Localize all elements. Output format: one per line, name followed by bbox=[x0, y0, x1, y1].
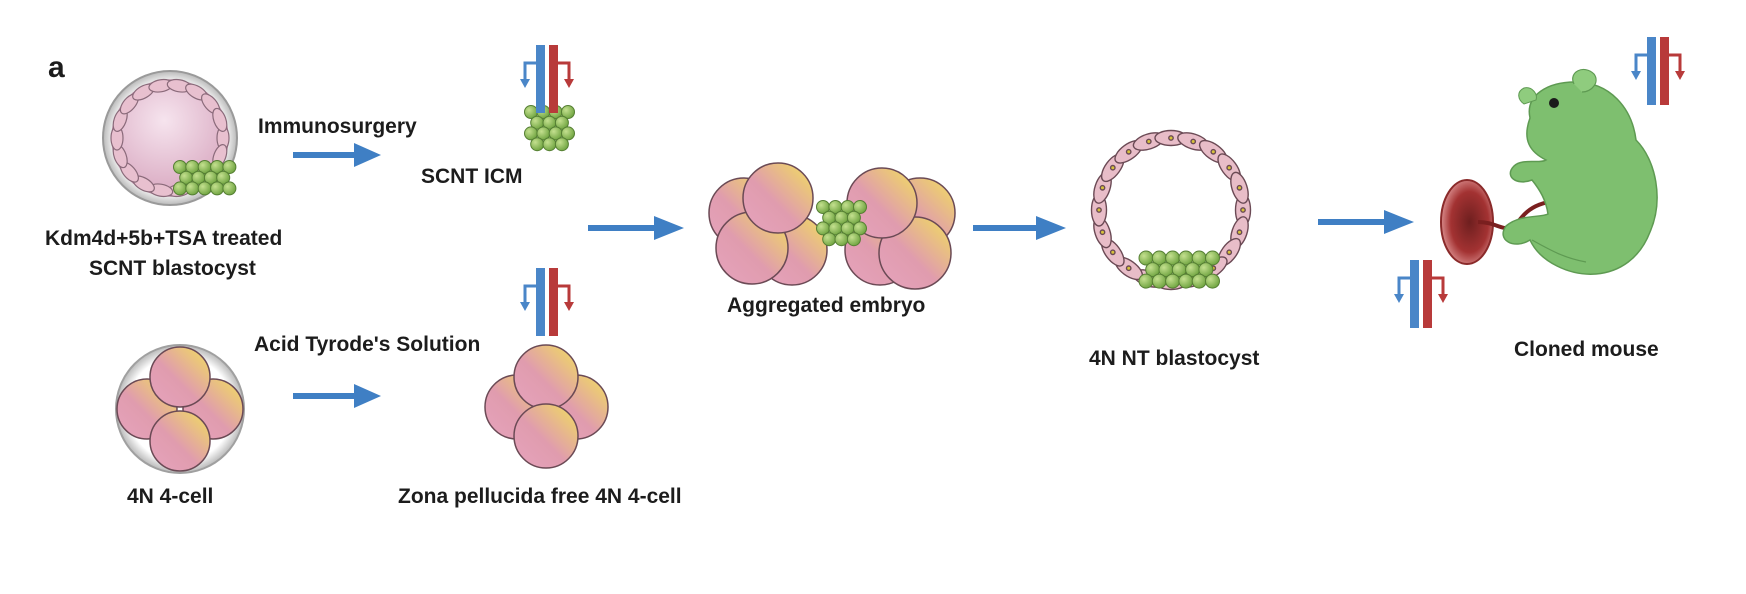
arrow-immunosurgery bbox=[293, 143, 381, 167]
icm-cell bbox=[853, 200, 867, 214]
icm-cell bbox=[222, 160, 237, 174]
arrow-to-nt-blastocyst bbox=[973, 216, 1066, 240]
icm-cell bbox=[1178, 273, 1194, 289]
aggregated-embryo-icon bbox=[708, 162, 956, 290]
cell-nucleus bbox=[1236, 184, 1243, 191]
icm-cell bbox=[846, 210, 861, 225]
icm-cell bbox=[530, 137, 545, 152]
cell-nucleus bbox=[1099, 184, 1106, 191]
icm-cell bbox=[1165, 273, 1181, 289]
cell-nucleus bbox=[1125, 148, 1132, 155]
cell-nucleus bbox=[1226, 164, 1233, 171]
icm-cell bbox=[1198, 262, 1214, 278]
icm-cell bbox=[554, 115, 569, 130]
icm-cell bbox=[561, 105, 575, 119]
arrow-to-cloned-mouse bbox=[1318, 210, 1414, 234]
icm-cell bbox=[197, 181, 212, 196]
icm-cell bbox=[222, 181, 237, 196]
cell-nucleus bbox=[1109, 249, 1116, 256]
icm-cell bbox=[1205, 273, 1220, 289]
icm-cell bbox=[1151, 273, 1167, 289]
label-treated-line1: Kdm4d+5b+TSA treated bbox=[45, 227, 282, 250]
nt-blastocyst-icon bbox=[1090, 129, 1252, 291]
icm-cell bbox=[216, 170, 231, 185]
cell-nucleus bbox=[1168, 135, 1174, 141]
icm-cell bbox=[210, 181, 225, 196]
icm-cell bbox=[822, 232, 837, 247]
cell-nucleus bbox=[1125, 265, 1132, 272]
label-acid-tyrode: Acid Tyrode's Solution bbox=[254, 333, 480, 356]
panel-label: a bbox=[48, 51, 65, 84]
cell-nucleus bbox=[1096, 207, 1102, 213]
arrow-acid-tyrode bbox=[293, 384, 381, 408]
label-4n-nt-blastocyst: 4N NT blastocyst bbox=[1089, 347, 1259, 370]
imprinting-symbol-icon bbox=[1631, 37, 1685, 105]
icm-cell bbox=[846, 232, 861, 247]
icm-cell bbox=[561, 126, 575, 141]
imprinting-symbol-icon bbox=[520, 268, 574, 336]
icm-cell bbox=[834, 232, 849, 247]
four-cell-embryo-icon bbox=[115, 344, 245, 474]
cell-nucleus bbox=[1190, 138, 1197, 145]
cell-nucleus bbox=[1226, 249, 1233, 256]
icm-cell bbox=[1138, 273, 1154, 289]
icm-cell bbox=[1205, 250, 1220, 266]
icm-cell bbox=[853, 221, 867, 236]
icm-cell bbox=[173, 181, 187, 196]
label-cloned-mouse: Cloned mouse bbox=[1514, 338, 1659, 361]
label-zona-free: Zona pellucida free 4N 4-cell bbox=[398, 485, 682, 508]
label-immunosurgery: Immunosurgery bbox=[258, 115, 417, 138]
zona-free-4-cell-icon bbox=[484, 344, 609, 469]
cell-nucleus bbox=[1210, 148, 1217, 155]
mouse-icon bbox=[1502, 69, 1658, 275]
label-treated-line2: SCNT blastocyst bbox=[89, 257, 256, 280]
icm-cell bbox=[1191, 273, 1207, 289]
cell-nucleus bbox=[1236, 229, 1243, 236]
cell-nucleus bbox=[1240, 207, 1246, 213]
imprinting-symbol-icon bbox=[1394, 260, 1448, 328]
label-4n-4-cell: 4N 4-cell bbox=[127, 485, 213, 508]
label-aggregated-embryo: Aggregated embryo bbox=[727, 294, 925, 317]
scnt-blastocyst-icon bbox=[102, 70, 238, 206]
cell-nucleus bbox=[1099, 229, 1106, 236]
icm-cell bbox=[542, 137, 557, 152]
cell-nucleus bbox=[1109, 164, 1116, 171]
imprinting-symbol-icon bbox=[520, 45, 574, 113]
icm-cluster-icon bbox=[524, 105, 575, 152]
label-scnt-icm: SCNT ICM bbox=[421, 165, 523, 188]
cell-nucleus bbox=[1145, 138, 1152, 145]
arrow-to-aggregation bbox=[588, 216, 684, 240]
icm-cell bbox=[185, 181, 200, 196]
icm-cell bbox=[554, 137, 569, 152]
trophectoderm-cell bbox=[212, 107, 228, 132]
